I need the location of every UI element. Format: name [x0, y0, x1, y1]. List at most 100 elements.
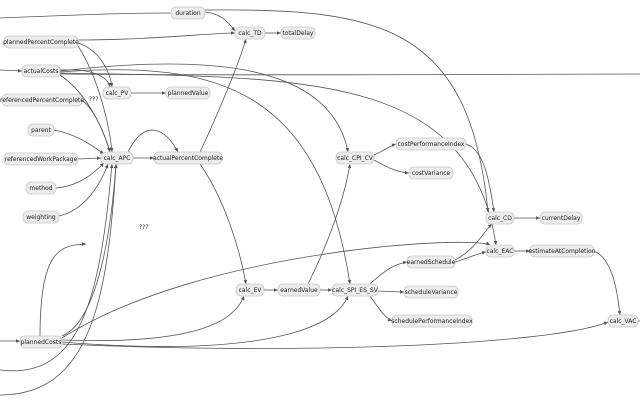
edge-cpi-to-calc-cd — [465, 143, 495, 213]
edge-cpi-cv-to-cost-variance-arrowhead — [404, 170, 409, 175]
node-label: calc_EAC — [487, 248, 514, 255]
node-label: parent — [31, 127, 51, 134]
edge-duration-to-calc-td-arrowhead — [231, 26, 235, 31]
edge-spi-to-spi-index — [369, 295, 393, 322]
edge-actual-costs-to-calc-pv — [59, 69, 111, 88]
edge-ev-to-calc-spi-arrowhead — [328, 288, 332, 292]
node-calc-eac[interactable]: calc_EAC — [485, 244, 515, 258]
node-label: estimateAtCompletion — [528, 248, 595, 255]
node-earned-value[interactable]: earnedValue — [277, 283, 321, 297]
node-weighting[interactable]: weighting — [22, 210, 60, 224]
edge-duration-to-calc-apc — [0, 12, 172, 19]
edge-planned-costs-up-arrowhead — [81, 242, 86, 246]
node-actual-costs[interactable]: actualCosts — [21, 64, 61, 78]
node-label: currentDelay — [542, 215, 581, 222]
edge-spi-to-schedule-variance — [377, 290, 405, 293]
node-label: calc_VAC — [610, 318, 637, 325]
edge-spi-to-schedule-variance-arrowhead — [399, 290, 404, 294]
edge-calc-apc-loop-arrowhead — [174, 147, 178, 152]
node-label: earnedSchedule — [407, 259, 456, 266]
edge-actual-costs-to-calc-spi-arrowhead — [347, 279, 352, 284]
edge-ref-pc-to-calc-apc-arrowhead — [107, 147, 111, 152]
edges — [0, 9, 640, 396]
edge-cpi-cv-to-cost-variance — [373, 159, 410, 174]
edge-actual-costs-long — [59, 73, 640, 76]
node-calc-td[interactable]: calc_TD — [234, 26, 266, 40]
edge-planned-costs-to-calc-ev-arrowhead — [240, 296, 245, 301]
node-earned-schedule[interactable]: earnedSchedule — [406, 255, 456, 269]
node-calc-spi-es-sv[interactable]: calc_SPI_ES_SV — [331, 283, 379, 297]
node-parent[interactable]: parent — [27, 123, 55, 137]
edge-spi-to-spi-index-arrowhead — [387, 317, 392, 322]
edge-calc-td-to-total-delay-arrowhead — [277, 31, 281, 35]
node-calc-ev[interactable]: calc_EV — [235, 283, 265, 297]
edge-planned-costs-up — [39, 243, 87, 337]
node-referenced-percent-complete[interactable]: referencedPercentComplete — [0, 93, 84, 107]
edge-planned-pc-to-calc-apc — [77, 45, 113, 153]
edge-method-to-calc-apc-arrowhead — [99, 163, 104, 168]
node-method[interactable]: method — [25, 181, 57, 195]
node-actual-percent-complete[interactable]: actualPercentComplete — [153, 151, 223, 165]
edge-planned-costs-to-calc-eac — [61, 241, 491, 339]
node-schedule-performance-index[interactable]: schedulePerformanceIndex — [391, 314, 473, 328]
edge-planned-pc-to-calc-apc-arrowhead — [109, 147, 114, 152]
edge-eac-to-calc-vac-arrowhead — [617, 310, 622, 315]
edge-ref-pc-to-calc-apc — [81, 99, 111, 153]
edge-earned-schedule-to-calc-cd-arrowhead — [487, 224, 492, 228]
unknown-label: ??? — [139, 224, 149, 231]
node-estimate-at-completion[interactable]: estimateAtCompletion — [528, 244, 596, 258]
node-label: scheduleVariance — [405, 289, 458, 296]
node-cost-variance[interactable]: costVariance — [408, 166, 454, 180]
node-calc-pv[interactable]: calc_PV — [102, 86, 132, 100]
edge-weighting-to-calc-apc — [58, 163, 109, 217]
node-planned-percent-complete[interactable]: plannedPercentComplete — [3, 35, 79, 49]
node-label: plannedPercentComplete — [3, 39, 79, 46]
node-label: totalDelay — [283, 30, 314, 37]
node-label: costVariance — [412, 170, 451, 177]
node-total-delay[interactable]: totalDelay — [280, 26, 316, 40]
node-calc-apc[interactable]: calc_APC — [100, 151, 134, 165]
edge-calc-apc-to-apc-arrowhead — [150, 156, 154, 160]
node-planned-costs[interactable]: plannedCosts — [19, 335, 63, 349]
edge-planned-costs-to-calc-vac-arrowhead — [603, 321, 608, 326]
node-label: calc_CPI_CV — [337, 155, 374, 162]
edge-actual-costs-entry-arrowhead — [17, 69, 22, 73]
node-schedule-variance[interactable]: scheduleVariance — [403, 285, 459, 299]
edge-method-to-calc-apc — [55, 162, 105, 189]
edge-planned-pc-to-calc-pv — [77, 42, 113, 88]
node-referenced-work-package[interactable]: referencedWorkPackage — [3, 152, 79, 166]
edge-cpi-cv-to-cpi-arrowhead — [391, 143, 396, 147]
edge-planned-costs-entry-arrowhead — [16, 339, 20, 343]
edge-actual-costs-to-calc-spi — [59, 69, 351, 285]
node-cost-performance-index[interactable]: costPerformanceIndex — [395, 137, 467, 151]
edge-planned-costs-to-calc-ev — [61, 295, 245, 342]
edge-bottom-loop — [0, 163, 113, 372]
edge-spi-to-earned-schedule — [369, 261, 408, 285]
node-label: calc_APC — [104, 155, 131, 162]
edge-planned-pc-to-calc-td — [77, 32, 236, 41]
edge-duration-to-calc-cd-arrowhead — [485, 207, 490, 212]
edge-calc-apc-loop — [127, 129, 179, 153]
edge-actual-costs-to-calc-cpi-cv-arrowhead — [345, 147, 349, 152]
node-calc-cpi-cv[interactable]: calc_CPI_CV — [335, 151, 375, 165]
node-label: weighting — [26, 214, 56, 221]
node-label: plannedCosts — [21, 339, 62, 346]
edge-actual-costs-to-calc-eac-arrowhead — [493, 240, 498, 245]
edge-planned-costs-to-calc-spi-arrowhead — [344, 296, 349, 301]
node-duration[interactable]: duration — [170, 6, 206, 20]
node-label: plannedValue — [168, 90, 209, 97]
edge-parent-to-calc-apc — [53, 129, 105, 155]
nodes: duration plannedPercentComplete actualCo… — [0, 6, 639, 349]
node-planned-value[interactable]: plannedValue — [165, 86, 211, 100]
node-calc-cd[interactable]: calc_CD — [485, 211, 515, 225]
node-calc-vac[interactable]: calc_VAC — [607, 314, 639, 328]
unknown-label: ??? — [89, 96, 99, 103]
node-current-delay[interactable]: currentDelay — [539, 211, 583, 225]
edge-cpi-to-calc-cd-arrowhead — [491, 207, 496, 212]
edge-actual-costs-to-calc-cpi-cv — [59, 63, 349, 153]
edge-weighting-to-calc-apc-arrowhead — [104, 164, 109, 169]
edge-eac-to-calc-vac — [593, 250, 621, 316]
edge-actual-costs-to-calc-apc — [59, 74, 111, 153]
node-label: referencedPercentComplete — [0, 97, 84, 104]
edge-actual-costs-to-calc-pv-arrowhead — [107, 82, 111, 87]
